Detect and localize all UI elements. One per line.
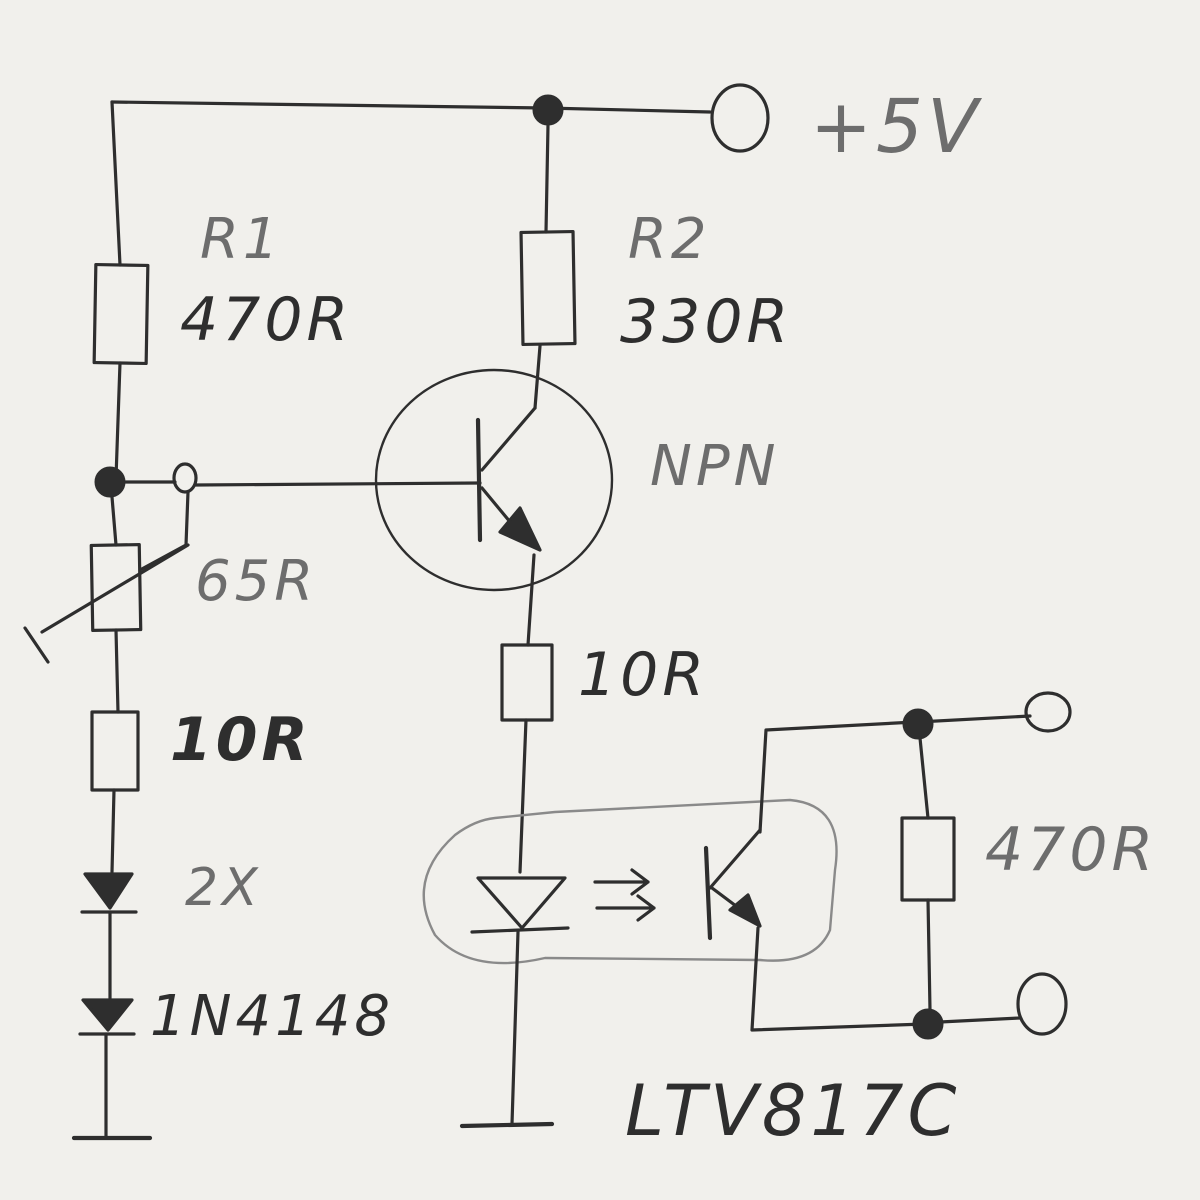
pot-value: 65R bbox=[195, 549, 317, 614]
opto-photo-base bbox=[703, 845, 713, 941]
left-10r-lower-wire bbox=[110, 788, 116, 874]
diode-1-body bbox=[83, 872, 134, 910]
output-470r-resistor bbox=[900, 816, 956, 902]
optocoupler-outline bbox=[422, 798, 838, 965]
r2-upper-wire bbox=[544, 123, 550, 234]
npn-base-bar bbox=[475, 417, 483, 543]
npn-collector-lead bbox=[480, 406, 537, 472]
r2-resistor bbox=[519, 229, 577, 347]
output-top-terminal bbox=[1024, 691, 1072, 733]
r2-name: R2 bbox=[628, 207, 711, 272]
diode-count: 2X bbox=[185, 858, 262, 918]
supply-terminal bbox=[710, 83, 770, 153]
r1-resistor bbox=[92, 262, 150, 366]
r2-value: 330R bbox=[620, 287, 792, 357]
left-10r-resistor bbox=[90, 710, 140, 792]
emitter-wire bbox=[526, 553, 536, 647]
opto-photo-arrow bbox=[728, 893, 762, 928]
opto-collector-wire bbox=[758, 720, 917, 834]
r1-value: 470R bbox=[180, 285, 352, 355]
output-bottom-terminal bbox=[1016, 972, 1068, 1036]
emitter-10r-value: 10R bbox=[578, 640, 708, 710]
pot-arrow-tick bbox=[23, 626, 50, 664]
diode-2-body bbox=[81, 998, 134, 1032]
npn-emitter-arrow bbox=[498, 506, 542, 552]
output-bottom-wire bbox=[938, 1016, 1022, 1024]
supply-label: +5V bbox=[810, 84, 982, 170]
optocoupler-label: LTV817C bbox=[625, 1070, 960, 1152]
diode-type: 1N4148 bbox=[150, 984, 394, 1049]
pot-arrow-line bbox=[40, 543, 190, 634]
output-r-upper-wire bbox=[918, 736, 930, 820]
output-top-wire bbox=[916, 714, 1032, 724]
left-10r-upper-wire bbox=[114, 628, 120, 714]
emitter-10r-resistor bbox=[500, 643, 554, 722]
pot-upper-wire bbox=[110, 495, 118, 547]
opto-led-body bbox=[476, 876, 567, 930]
left-10r-value: 10R bbox=[170, 705, 312, 775]
opto-led-bar bbox=[470, 926, 570, 934]
output-r-lower-wire bbox=[926, 898, 932, 1012]
r1-name: R1 bbox=[200, 207, 283, 272]
ground-right-bar bbox=[459, 1121, 555, 1129]
npn-label: NPN bbox=[650, 434, 780, 499]
led-anode-wire bbox=[518, 718, 528, 874]
opto-photo-collector bbox=[708, 828, 762, 890]
base-drive-wire bbox=[194, 481, 482, 487]
output-top-junction-dot bbox=[902, 708, 934, 740]
r1-lower-wire bbox=[114, 361, 122, 480]
output-bottom-junction-dot bbox=[912, 1008, 944, 1040]
output-470r-value: 470R bbox=[985, 815, 1157, 885]
wiper-junction bbox=[172, 462, 198, 494]
npn-transistor-circle bbox=[374, 368, 614, 592]
opto-emitter-wire bbox=[750, 926, 927, 1032]
supply-junction-dot bbox=[532, 94, 564, 126]
opto-light-arrow-2 bbox=[595, 894, 656, 922]
led-cathode-wire bbox=[510, 930, 520, 1126]
opto-light-arrow-1 bbox=[593, 868, 650, 896]
